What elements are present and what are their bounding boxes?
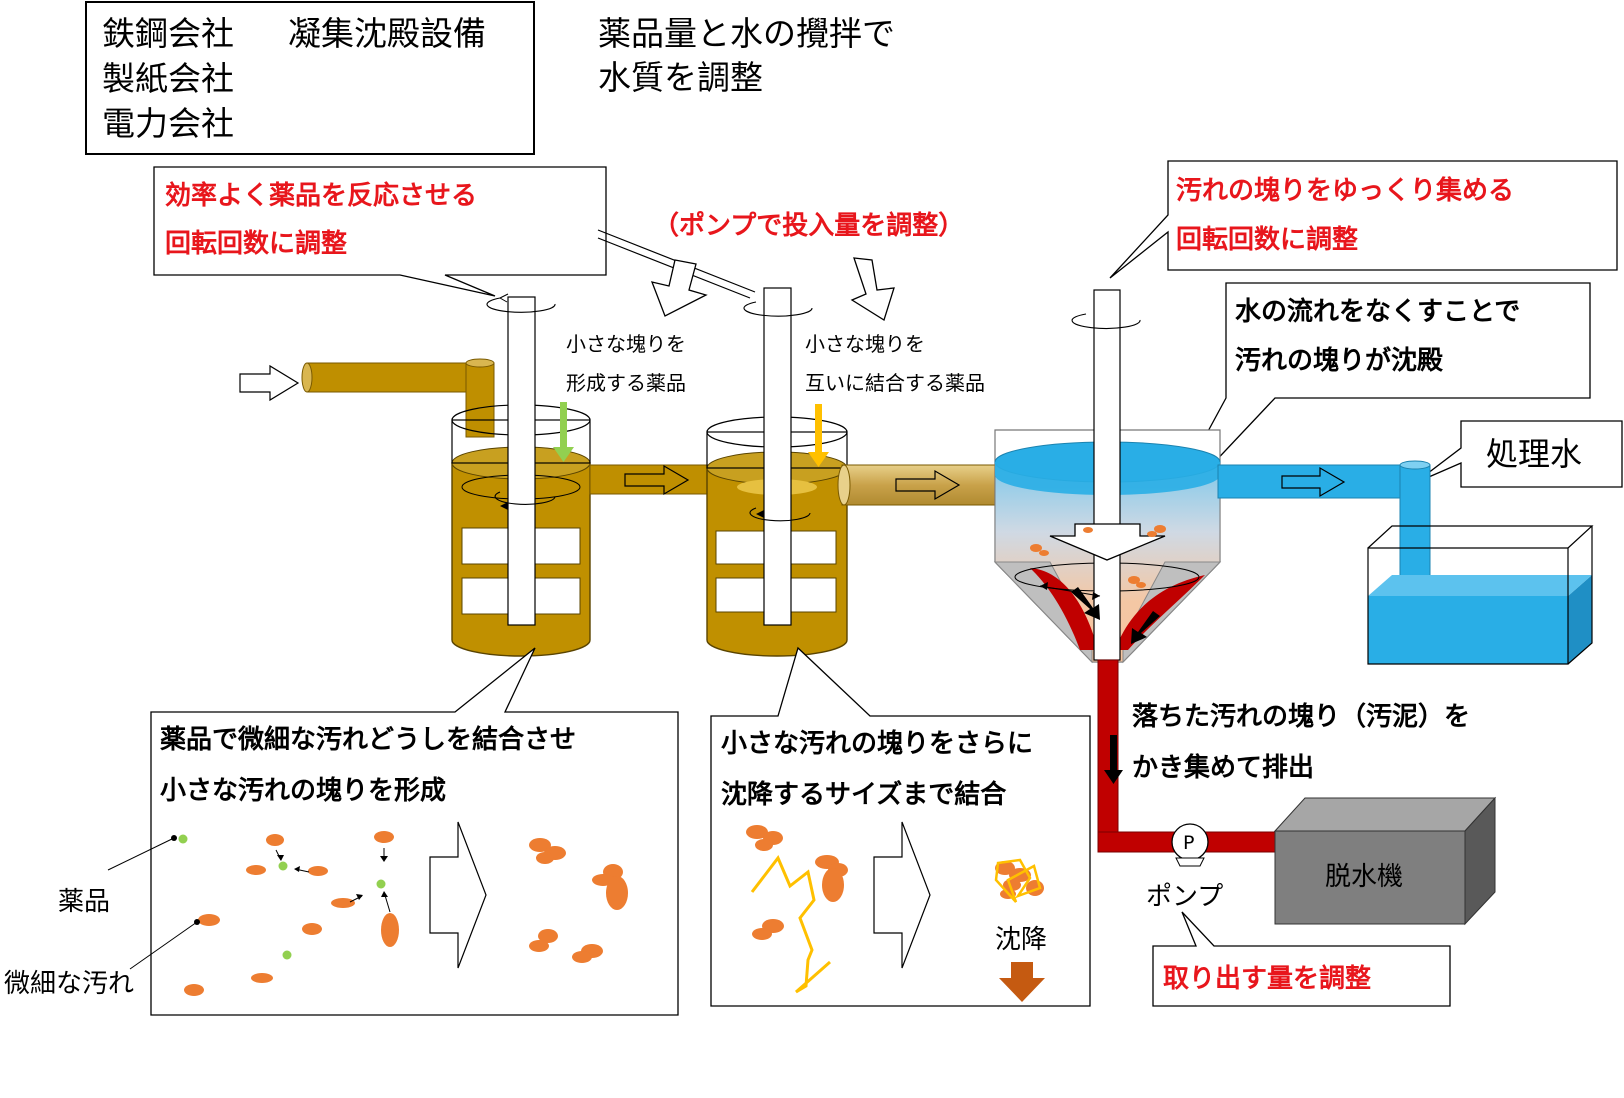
sludge-blade-left: [1030, 568, 1098, 650]
chem1-dose-arrow: [553, 402, 574, 462]
sludge-blade-right: [1115, 575, 1205, 650]
tank2-desc-line1: 小さな汚れの塊りをさらに: [721, 729, 1033, 759]
pump-amount-label: 取り出す量を調整: [1163, 963, 1371, 994]
company-steel: 鉄鋼会社: [102, 14, 234, 53]
mixer-speed-line2: 回転回数に調整: [165, 228, 347, 259]
mixer-1-rot-arrow-mid: [500, 502, 508, 510]
treated-water-label: 処理水: [1486, 435, 1582, 473]
treated-drop-pipe: [1399, 464, 1431, 586]
sludge-line2: かき集めて排出: [1132, 752, 1314, 783]
treated-drop-pipe-cap: [1399, 460, 1431, 470]
pump-amount-callout: [1152, 911, 1451, 1007]
tank1-desc-box: [150, 647, 679, 1016]
mixer-1-rotation-mid: [494, 491, 556, 505]
settler-speed-line1: 汚れの塊りをゆっくり集める: [1176, 175, 1514, 206]
legend-dirt-pointer: [129, 921, 198, 970]
mixer-speed-line1: 効率よく薬品を反応させる: [165, 180, 477, 211]
tank1-particles: [178, 821, 628, 996]
tank1-desc-line1: 薬品で微細な汚れどうしを結合させ: [160, 724, 576, 755]
connector-pipe-1: [589, 464, 711, 495]
sedimentation-label: 沈降: [995, 925, 1047, 955]
treated-water-callout: [1414, 420, 1623, 488]
legend-chemical-label: 薬品: [58, 887, 110, 917]
pump-symbol: P: [1183, 832, 1194, 854]
treated-water-tank: [1367, 525, 1594, 665]
connector-pipe-2: [841, 464, 998, 506]
sludge-line1: 落ちた汚れの塊り（汚泥）を: [1132, 702, 1470, 732]
tank2-particles: [746, 821, 1045, 1002]
settle-callout: [1159, 282, 1591, 521]
sedimentation-arrow: [999, 962, 1045, 1002]
legend-dirt-pointer-dot: [194, 919, 200, 925]
pump-label: ポンプ: [1146, 882, 1223, 912]
mixer-2-rotation-top: [743, 301, 813, 317]
legend-chemical-pointer: [107, 837, 175, 871]
company-box: [85, 1, 535, 155]
mixer-1-rotation-top: [486, 297, 556, 313]
scraper-double-arrow-head-a: [1040, 582, 1048, 590]
subtitle-line1: 薬品量と水の攪拌で: [598, 14, 895, 53]
inlet-arrow: [239, 364, 300, 402]
pump-dose-label: （ポンプで投入量を調整）: [653, 210, 964, 241]
legend-chemical-pointer-dot: [171, 835, 177, 841]
down-arrow-chem1: [650, 259, 708, 317]
facility-name: 凝集沈殿設備: [288, 14, 486, 53]
chem2-dose-arrow: [808, 404, 829, 467]
scraper-double-arrow: [1039, 585, 1101, 597]
dewatering-label: 脱水機: [1325, 862, 1403, 892]
tank2-desc-line2: 沈降するサイズまで結合: [721, 779, 1007, 810]
settle-down-arrow: [1049, 523, 1166, 561]
scraper-double-arrow-head-b: [1092, 592, 1100, 600]
legend-dirt-label: 微細な汚れ: [4, 969, 134, 999]
mixer-speed-callout: [153, 166, 607, 297]
mixer-shaft-1: [507, 296, 536, 626]
settler-speed-line2: 回転回数に調整: [1176, 224, 1358, 255]
mixer-shaft-2: [763, 287, 792, 626]
sludge-arrow-right: [1131, 611, 1160, 644]
mixer-2-rotation-mid: [749, 507, 811, 522]
inlet-pipe-end: [301, 362, 313, 393]
tank1-desc-line2: 小さな汚れの塊りを形成: [160, 776, 446, 806]
sludge-arrow-left: [1071, 587, 1100, 620]
chem2-label-line1: 小さな塊りを: [805, 332, 925, 356]
flow-arrow-2: [895, 469, 961, 501]
connector-pipe-2-end: [837, 464, 851, 506]
settle-line1: 水の流れをなくすことで: [1235, 297, 1520, 327]
pump-base: [1175, 857, 1205, 867]
mixer-2-rot-arrow-mid: [756, 510, 764, 518]
scraper-shaft: [1093, 289, 1121, 661]
treated-outlet-pipe: [1217, 464, 1406, 499]
subtitle-line2: 水質を調整: [598, 58, 763, 97]
flow-arrow-3: [1281, 466, 1346, 498]
down-arrow-chem2: [850, 257, 895, 321]
company-paper: 製紙会社: [102, 59, 234, 98]
scraper-rotation-top: [1071, 313, 1141, 329]
sludge-flow-arrow: [1104, 735, 1123, 784]
chem1-label-line1: 小さな塊りを: [566, 332, 686, 356]
inlet-drop-pipe: [465, 362, 495, 438]
dewatering-machine: [1273, 796, 1497, 926]
company-power: 電力会社: [102, 104, 234, 143]
tank2-desc-box: [710, 646, 1091, 1007]
mixer-1-rot-arrow: [499, 293, 509, 303]
settle-line2: 汚れの塊りが沈殿: [1235, 345, 1443, 376]
chem1-label-line2: 形成する薬品: [566, 371, 686, 395]
settler-speed-callout: [1109, 160, 1618, 279]
settler-flocs: [1030, 525, 1166, 588]
inlet-drop-cap: [465, 358, 495, 368]
chem2-label-line2: 互いに結合する薬品: [805, 371, 985, 395]
inlet-pipe: [306, 362, 484, 393]
flow-arrow-1: [624, 464, 690, 496]
